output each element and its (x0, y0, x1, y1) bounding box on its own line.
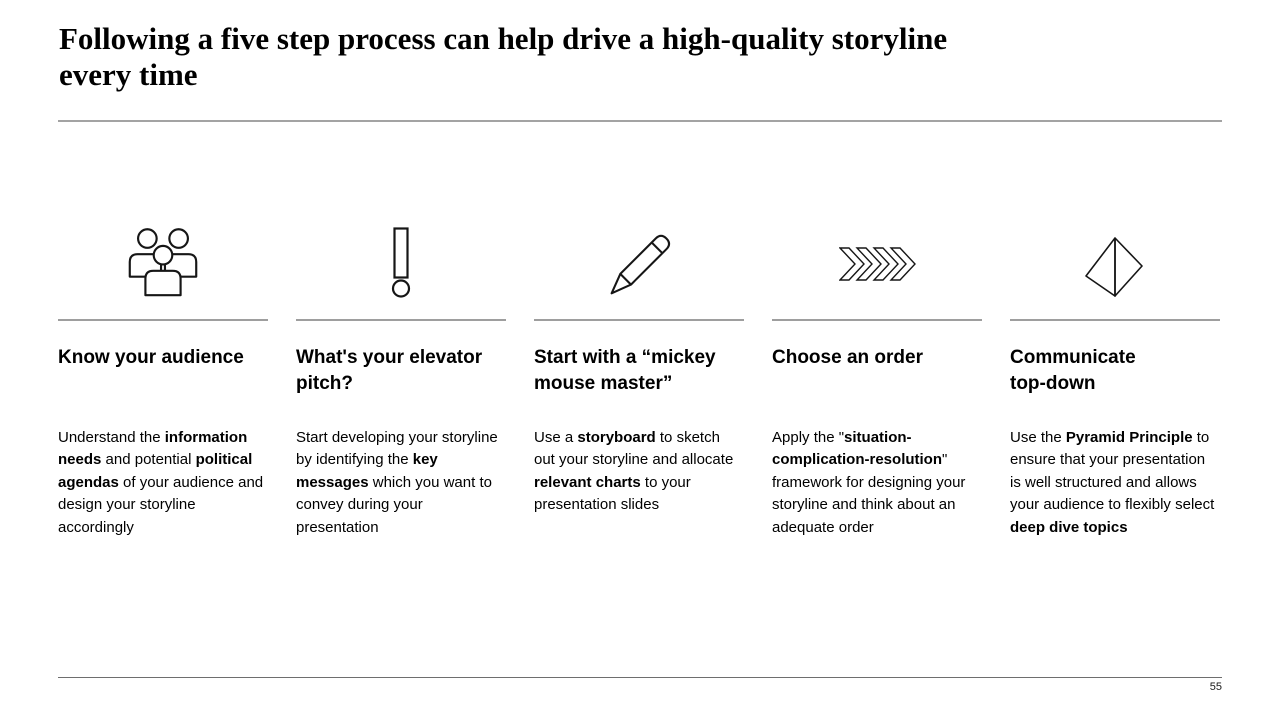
step-icon-box (296, 226, 506, 298)
exclamation-mark-icon (391, 227, 411, 298)
column-divider (1010, 319, 1220, 321)
pyramid-icon (1085, 237, 1143, 297)
title-divider (58, 120, 1222, 122)
column-divider (534, 319, 744, 321)
pencil-icon (610, 234, 671, 295)
step-icon-box (1010, 226, 1220, 298)
step-icon-box (534, 226, 744, 298)
step-body: Understand the information needs and pot… (58, 429, 264, 536)
footer-divider (58, 677, 1222, 678)
step-body: Use a storyboard to sketch out your stor… (534, 429, 734, 514)
step-body: Start developing your storyline by ident… (296, 429, 498, 536)
step-column-choose-an-order: Choose an order Apply the "situation-com… (772, 226, 982, 539)
column-divider (58, 319, 268, 321)
people-group-icon (128, 228, 198, 297)
step-column-know-your-audience: Know your audience Understand the inform… (58, 226, 268, 539)
slide-title: Following a five step process can help d… (59, 21, 948, 92)
chevrons-right-icon (838, 247, 916, 281)
step-body: Apply the "situation-complication-resolu… (772, 429, 966, 536)
step-body: Use the Pyramid Principle to ensure that… (1010, 429, 1215, 536)
page-number: 55 (1209, 681, 1222, 693)
step-heading: Choose an order (772, 347, 923, 368)
step-icon-box (772, 226, 982, 298)
step-heading: Know your audience (58, 347, 244, 368)
step-icon-box (58, 226, 268, 298)
column-divider (296, 319, 506, 321)
steps-row: Know your audience Understand the inform… (58, 226, 1222, 539)
column-divider (772, 319, 982, 321)
slide-footer: 55 (58, 677, 1222, 693)
